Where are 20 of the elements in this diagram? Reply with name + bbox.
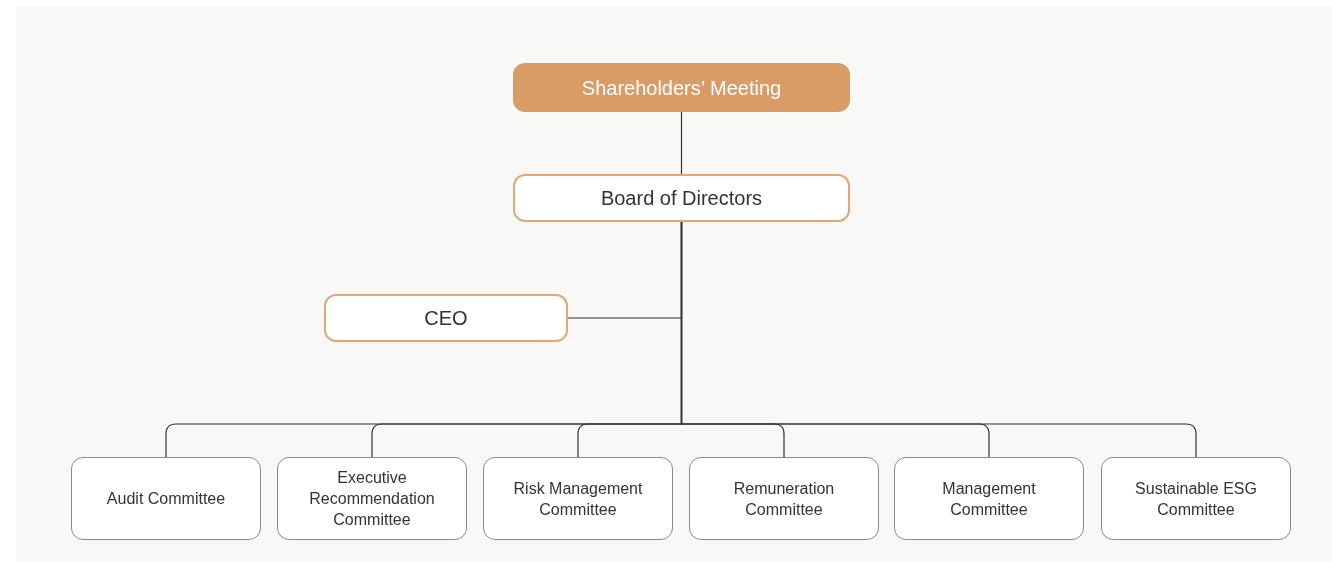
node-label: Risk Management Committee: [512, 478, 644, 520]
committee-box: [277, 457, 467, 540]
node-label: Remuneration Committee: [732, 478, 836, 520]
committee-box: [689, 457, 879, 540]
org-box: [513, 174, 850, 222]
committee-box: [71, 457, 261, 540]
connector-line: [680, 221, 1197, 458]
org-box: [324, 294, 568, 342]
top-box: [513, 63, 850, 112]
committee-box: [1101, 457, 1291, 540]
committee-box: [894, 457, 1084, 540]
node-label: Shareholders’ Meeting: [581, 75, 782, 101]
node-label: Management Committee: [941, 478, 1037, 520]
committee-box: [483, 457, 673, 540]
node-label: Board of Directors: [600, 186, 763, 211]
connector-line: [680, 111, 683, 175]
node-label: CEO: [424, 306, 468, 331]
node-label: Audit Committee: [106, 489, 226, 509]
node-label: Executive Recommendation Committee: [308, 468, 436, 530]
node-label: Sustainable ESG Committee: [1134, 478, 1258, 520]
